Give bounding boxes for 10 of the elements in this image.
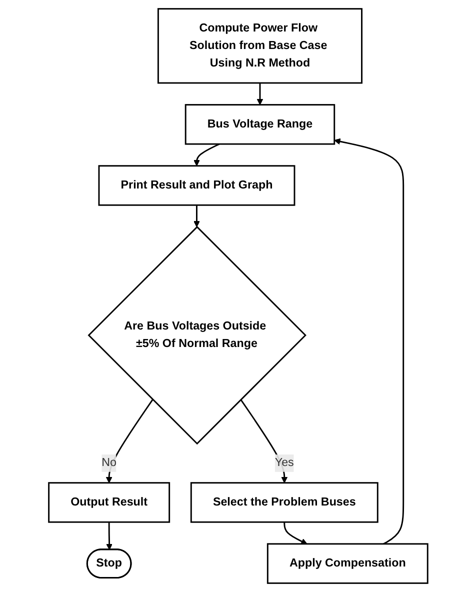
process-box: Apply Compensation [266,543,428,584]
process-box: Select the Problem Buses [190,482,378,523]
edge-label: Yes [274,454,294,472]
decision-diamond: Are Bus Voltages Outside ±5% Of Normal Range [88,226,306,445]
process-box: Bus Voltage Range [184,104,335,145]
process-box: Output Result [48,482,170,523]
edge-label: No [101,454,116,472]
terminal-oval: Stop [86,548,132,578]
process-box: Compute Power Flow Solution from Base Case Using N.R Method [157,8,362,84]
process-box: Print Result and Plot Graph [98,165,295,206]
